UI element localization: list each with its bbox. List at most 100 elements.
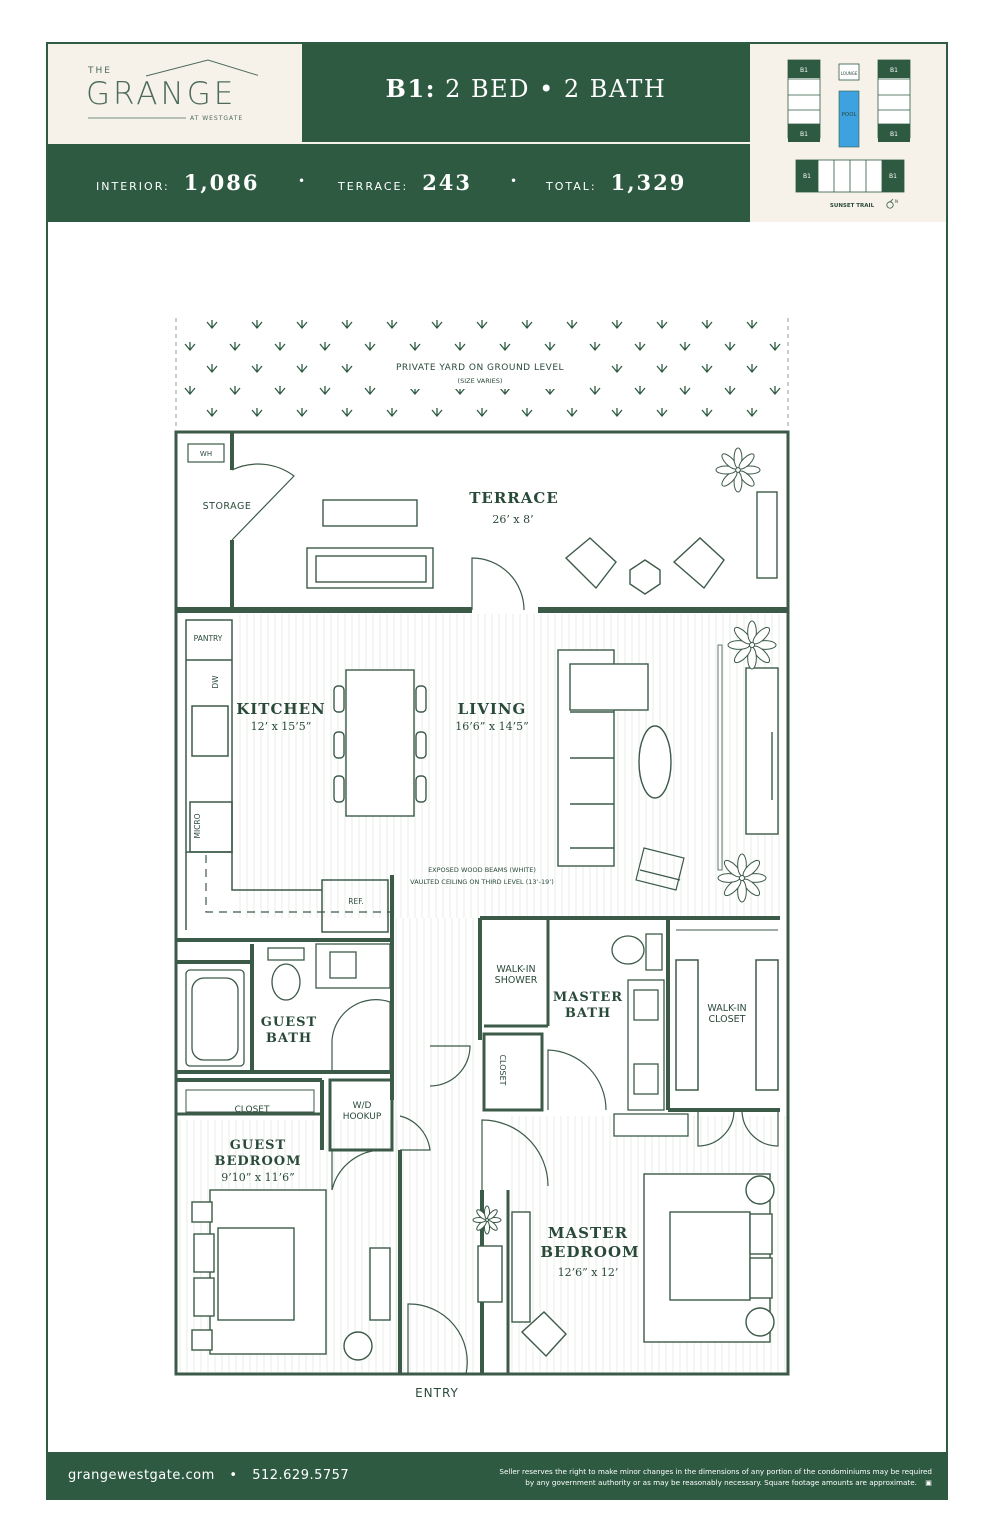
logo-the: THE xyxy=(88,66,112,76)
grass-tuft-icon xyxy=(454,342,466,352)
terrace-table xyxy=(322,499,418,527)
grass-tuft-icon xyxy=(656,364,668,374)
dining-table xyxy=(333,669,427,817)
guest-bed xyxy=(191,1189,391,1361)
key-plan-diagram: B1 B1 B1 B1 B1 B1 LOUNGE POOL SUNSET TRA… xyxy=(787,59,911,209)
yard-label: PRIVATE YARD ON GROUND LEVEL xyxy=(396,363,564,373)
grass-tuft-icon xyxy=(634,342,646,352)
keyplan-unit-highlight xyxy=(788,60,820,78)
toilet xyxy=(267,947,305,961)
master-bath-fixtures xyxy=(611,933,689,1137)
key-plan: B1 B1 B1 B1 B1 B1 LOUNGE POOL SUNSET TRA… xyxy=(750,44,946,222)
sofa-sectional xyxy=(557,644,779,871)
master-bedroom-label: MASTER xyxy=(548,1224,628,1242)
guest-closet-label: CLOSET xyxy=(235,1105,270,1115)
grass-tuft-icon xyxy=(386,320,398,330)
guest-bedroom-dimensions: 9’10” x 11’6” xyxy=(221,1171,294,1184)
keyplan-unit-highlight xyxy=(796,160,818,192)
website-link[interactable]: grangewestgate.com xyxy=(68,1468,215,1483)
walk-in-shower-label: SHOWER xyxy=(495,975,538,986)
keyplan-lounge-label: LOUNGE xyxy=(841,71,858,76)
guest-bedroom-label: BEDROOM xyxy=(214,1154,301,1169)
walk-in-shower-label: WALK-IN xyxy=(496,964,535,975)
logo-underline-icon xyxy=(88,117,186,119)
grass-tuft-icon xyxy=(206,320,218,330)
grass-tuft-icon xyxy=(251,320,263,330)
grass-tuft-icon xyxy=(184,386,196,396)
stat-separator: • xyxy=(510,174,518,188)
terrace-furniture xyxy=(306,491,778,595)
grass-tuft-icon xyxy=(251,408,263,418)
grass-tuft-icon xyxy=(589,386,601,396)
entry-label: ENTRY xyxy=(415,1386,459,1400)
wd-hookup-label: HOOKUP xyxy=(343,1112,382,1122)
keyplan-tag: B1 xyxy=(890,67,898,74)
grass-tuft-icon xyxy=(499,342,511,352)
grass-tuft-icon xyxy=(409,342,421,352)
grass-tuft-icon xyxy=(431,408,443,418)
desk xyxy=(477,1245,503,1303)
phone-link[interactable]: 512.629.5757 xyxy=(252,1468,350,1483)
walls xyxy=(174,430,790,1376)
keyplan-tag: B1 xyxy=(889,173,897,180)
door-swings xyxy=(231,463,779,1375)
keyplan-unit-highlight xyxy=(882,160,904,192)
grass-tuft-icon xyxy=(476,320,488,330)
grass-tuft-icon xyxy=(566,320,578,330)
grass-tuft-icon xyxy=(769,386,781,396)
terrace-chair xyxy=(672,537,725,590)
grass-tuft-icon xyxy=(296,408,308,418)
guest-bath-fixtures xyxy=(185,943,391,1067)
lounge-chair xyxy=(635,847,685,891)
grass-icon xyxy=(184,320,781,418)
footer-disclaimer: Seller reserves the right to make minor … xyxy=(462,1466,932,1488)
plant-icon xyxy=(472,447,777,1235)
grass-tuft-icon xyxy=(184,342,196,352)
coffee-table xyxy=(638,725,672,799)
logo[interactable]: THE GRANGE AT WESTGATE xyxy=(48,44,302,142)
grass-tuft-icon xyxy=(386,408,398,418)
dresser xyxy=(369,1247,391,1321)
guest-bath-label: BATH xyxy=(266,1031,312,1046)
keyplan-unit-highlight xyxy=(878,124,910,142)
grass-tuft-icon xyxy=(746,364,758,374)
disclaimer-line: by any government authority or as may be… xyxy=(462,1477,932,1488)
media-console xyxy=(745,667,779,835)
stat-total-label: TOTAL: xyxy=(546,180,597,193)
grass-tuft-icon xyxy=(679,342,691,352)
vaulted-ceiling-note: VAULTED CEILING ON THIRD LEVEL (13’-19’) xyxy=(410,878,554,886)
grass-tuft-icon xyxy=(634,386,646,396)
logo-roof-icon xyxy=(145,59,258,77)
pantry-label: PANTRY xyxy=(194,634,223,643)
grass-tuft-icon xyxy=(679,386,691,396)
logo-name: GRANGE xyxy=(86,76,237,112)
grass-tuft-icon xyxy=(544,342,556,352)
unit-title: B1: 2 BED • 2 BATH xyxy=(302,74,750,103)
living-dimensions: 16’6” x 14’5” xyxy=(455,720,528,733)
stat-total-value: 1,329 xyxy=(610,170,687,195)
unit-code: B1: xyxy=(385,74,436,103)
stat-interior-label: INTERIOR: xyxy=(96,180,170,193)
disclaimer-line-2: by any government authority or as may be… xyxy=(525,1478,917,1487)
keyplan-unit-highlight xyxy=(878,60,910,78)
grass-tuft-icon xyxy=(274,386,286,396)
desk-chair xyxy=(520,1311,567,1358)
footer-contact: grangewestgate.com • 512.629.5757 xyxy=(68,1468,349,1483)
grass-tuft-icon xyxy=(319,386,331,396)
dishwasher-label: DW xyxy=(211,675,220,689)
master-bedroom-dimensions: 12’6” x 12’ xyxy=(558,1266,619,1279)
footer-separator: • xyxy=(229,1468,238,1483)
grass-tuft-icon xyxy=(521,408,533,418)
wd-hookup-label: W/D xyxy=(353,1101,372,1111)
grass-tuft-icon xyxy=(206,408,218,418)
plant-icon xyxy=(715,447,761,493)
water-heater-label: WH xyxy=(200,450,212,458)
grass-tuft-icon xyxy=(656,408,668,418)
grass-tuft-icon xyxy=(656,320,668,330)
walk-in-closet-label: CLOSET xyxy=(709,1014,746,1025)
terrace-label: TERRACE xyxy=(469,489,559,507)
kitchen-dimensions: 12’ x 15’5” xyxy=(251,720,312,733)
grass-tuft-icon xyxy=(611,408,623,418)
stat-interior: INTERIOR:1,086 xyxy=(96,170,259,195)
grass-tuft-icon xyxy=(724,386,736,396)
